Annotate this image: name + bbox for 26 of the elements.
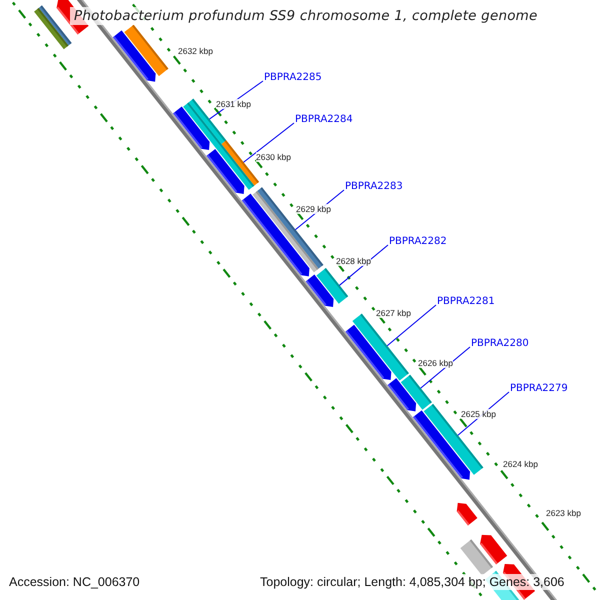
gene-name: PBPRA2282 (389, 236, 447, 248)
gene-name: PBPRA2283 (345, 181, 403, 193)
gene-name: PBPRA2285 (264, 72, 322, 84)
scale-label: 2626 kbp (418, 358, 453, 368)
gene-name: PBPRA2281 (437, 296, 495, 308)
scale-label: 2632 kbp (178, 46, 213, 56)
gene-feature (316, 268, 348, 304)
scale-label: 2630 kbp (256, 152, 291, 162)
scale-label: 2624 kbp (503, 459, 538, 469)
gene-name: PBPRA2280 (471, 338, 529, 350)
info-text: Accession: NC_006370 (7, 574, 142, 590)
scale-label: 2623 kbp (546, 508, 581, 518)
scale-label: 2627 kbp (376, 308, 411, 318)
gene-name: PBPRA2279 (510, 383, 568, 395)
leader-line (243, 122, 294, 163)
leader-line (420, 346, 470, 389)
leader-line (386, 304, 436, 346)
scale-label: 2629 kbp (296, 204, 331, 214)
gene-feature (124, 24, 168, 76)
gene-feature (400, 374, 432, 410)
scale-label: 2631 kbp (216, 99, 251, 109)
leader-line (339, 244, 388, 286)
gene-name: PBPRA2284 (295, 114, 353, 126)
scale-label: 2625 kbp (461, 409, 496, 419)
scale-label: 2628 kbp (336, 256, 371, 266)
info-text: Topology: circular; Length: 4,085,304 bp; Genes: 3,606 (258, 574, 566, 590)
